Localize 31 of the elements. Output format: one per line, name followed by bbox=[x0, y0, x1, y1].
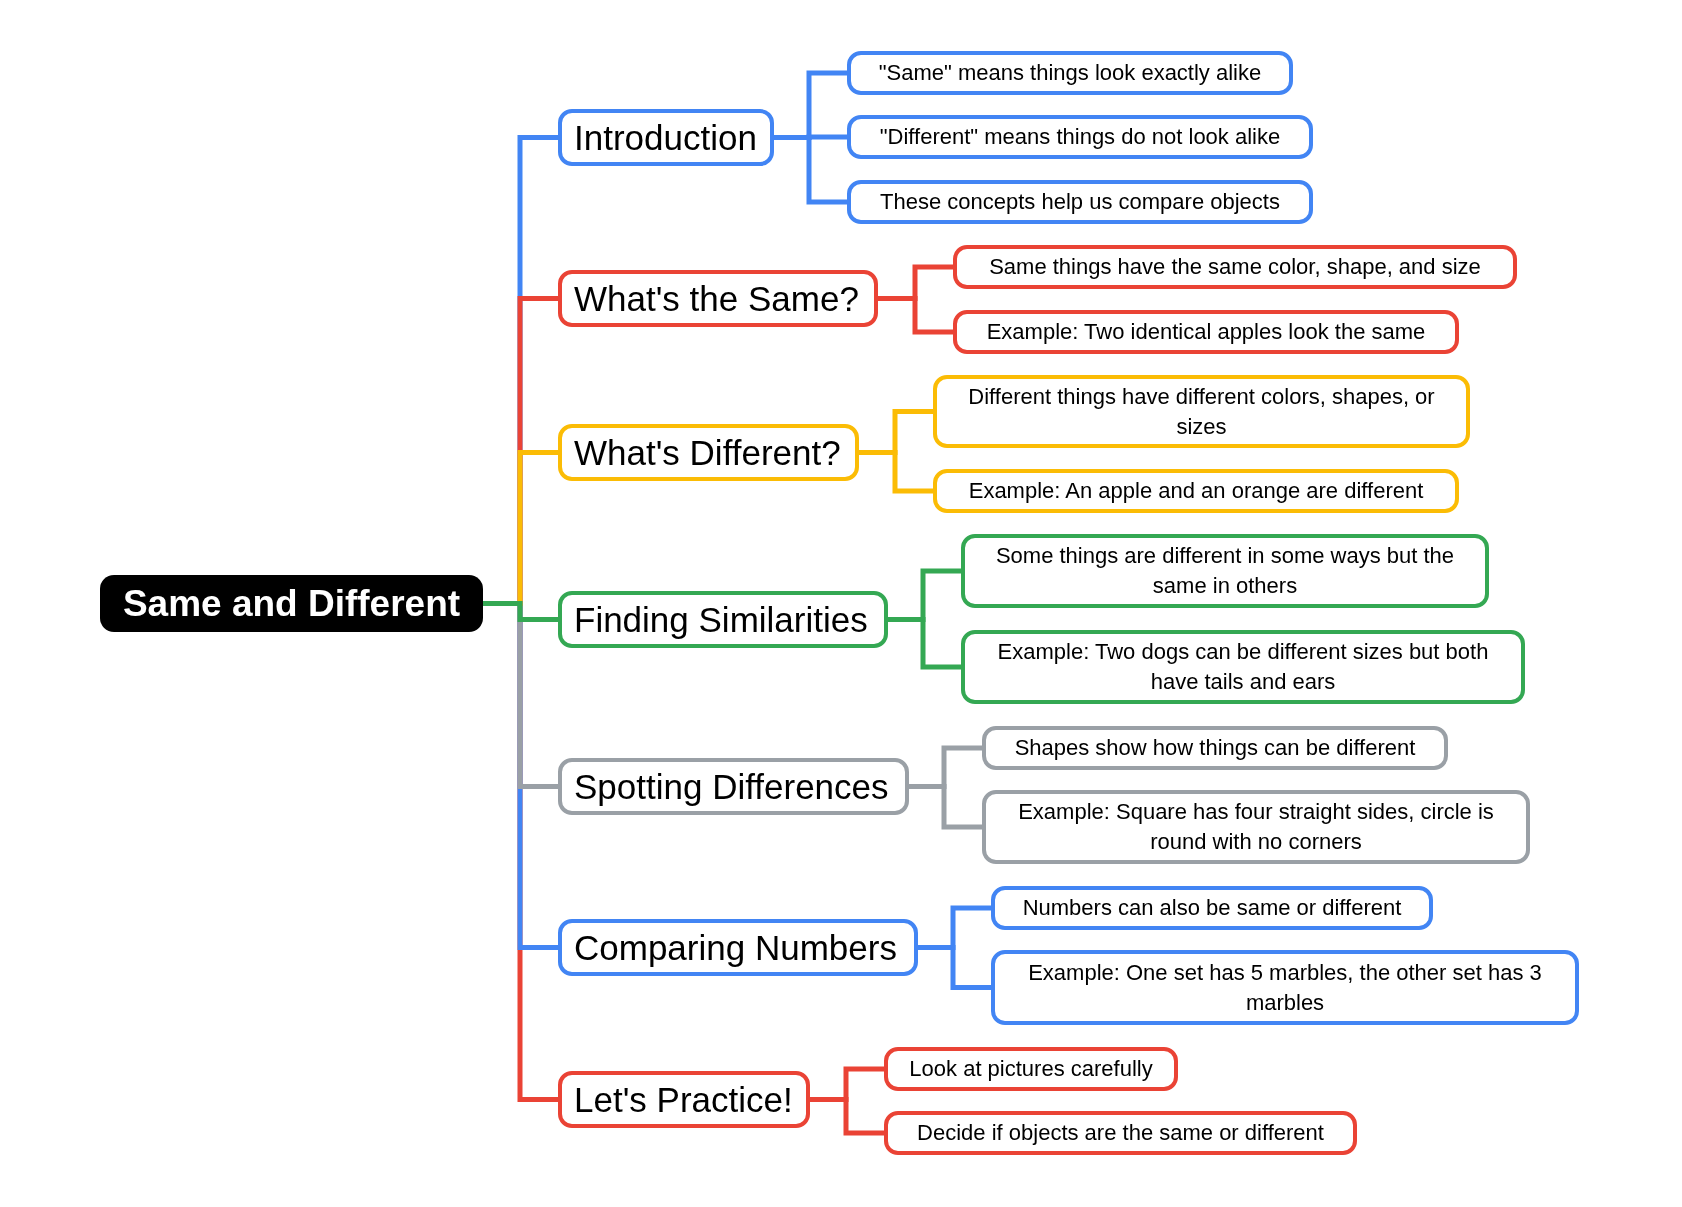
branch-topic: What's the Same? bbox=[558, 270, 878, 327]
connector-line bbox=[859, 450, 933, 494]
root-topic: Same and Different bbox=[100, 575, 483, 632]
leaf-note: Decide if objects are the same or different bbox=[884, 1111, 1357, 1155]
leaf-note: Example: Two dogs can be different sizes but both have tails and ears bbox=[961, 630, 1525, 704]
leaf-note: Example: Two identical apples look the same bbox=[953, 310, 1459, 354]
branch-topic: Spotting Differences bbox=[558, 758, 909, 815]
connector-line bbox=[774, 134, 847, 140]
connector-line bbox=[918, 905, 991, 950]
leaf-note: These concepts help us compare objects bbox=[847, 180, 1313, 224]
leaf-note: Some things are different in some ways but the same in others bbox=[961, 534, 1489, 608]
branch-topic: Let's Practice! bbox=[558, 1071, 810, 1128]
connector-line bbox=[810, 1066, 884, 1102]
branch-topic: Introduction bbox=[558, 109, 774, 166]
connector-line bbox=[483, 601, 558, 622]
leaf-note: "Same" means things look exactly alike bbox=[847, 51, 1293, 95]
leaf-note: Example: Square has four straight sides, circle is round with no corners bbox=[982, 790, 1530, 864]
connector-line bbox=[888, 617, 961, 670]
leaf-note: Example: An apple and an orange are different bbox=[933, 469, 1459, 513]
leaf-note: Example: One set has 5 marbles, the other set has 3 marbles bbox=[991, 950, 1579, 1025]
leaf-note: Numbers can also be same or different bbox=[991, 886, 1433, 930]
connector-line bbox=[909, 745, 982, 789]
branch-topic: Finding Similarities bbox=[558, 591, 888, 648]
branch-topic: Comparing Numbers bbox=[558, 919, 918, 976]
leaf-note: Same things have the same color, shape, and size bbox=[953, 245, 1517, 289]
leaf-note: "Different" means things do not look alike bbox=[847, 115, 1313, 159]
leaf-note: Shapes show how things can be different bbox=[982, 726, 1448, 770]
leaf-note: Different things have different colors, shapes, or sizes bbox=[933, 375, 1470, 448]
connector-line bbox=[878, 264, 953, 301]
branch-topic: What's Different? bbox=[558, 424, 859, 481]
leaf-note: Look at pictures carefully bbox=[884, 1047, 1178, 1091]
